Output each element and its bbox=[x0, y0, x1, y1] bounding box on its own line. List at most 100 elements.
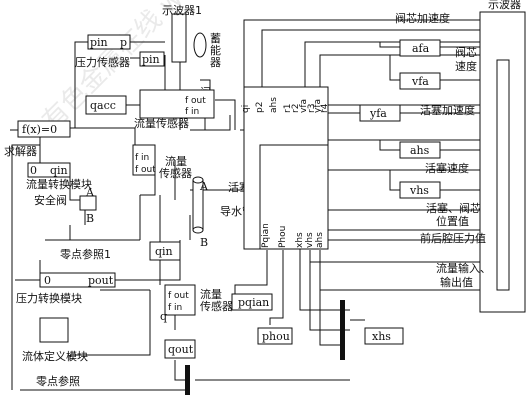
solver-label: 求解器 bbox=[4, 144, 37, 158]
vfa-label: vfa bbox=[411, 75, 429, 88]
flow-sensor2-block[interactable] bbox=[132, 144, 156, 176]
afa-block[interactable] bbox=[399, 39, 441, 57]
conduit-bottom bbox=[192, 226, 204, 234]
accumulator-label-3: 器 bbox=[210, 56, 221, 69]
valve-accel-label: 阀芯加速度 bbox=[395, 11, 450, 25]
port-r1: r1 bbox=[283, 104, 293, 113]
pressure-sensor-label: 压力传感器 bbox=[75, 56, 130, 69]
port-qi: qi bbox=[241, 105, 251, 113]
port-yfa: yfa bbox=[313, 99, 323, 113]
port-vhs: vhs bbox=[305, 232, 315, 248]
port-vfa: vfa bbox=[299, 99, 309, 113]
safety-valve-label: 安全阀 bbox=[34, 193, 67, 207]
vhs-label: vhs bbox=[409, 184, 429, 197]
conduit-B: B bbox=[200, 236, 208, 249]
port-ahs2: ahs bbox=[315, 232, 325, 248]
ahs-label: ahs bbox=[410, 144, 430, 157]
flow-io-label-2: 输出值 bbox=[440, 275, 473, 289]
pqian-block[interactable] bbox=[231, 293, 273, 311]
qacc-label: qacc bbox=[90, 99, 116, 112]
piston-accel-label: 活塞加速度 bbox=[420, 103, 475, 117]
pin-port: pin bbox=[90, 36, 108, 49]
flow-sensor2-label-2: 传感器 bbox=[159, 167, 192, 180]
mux-bar-2 bbox=[185, 365, 190, 395]
xhs-label: xhs bbox=[372, 330, 391, 343]
flow-convert-label: 流量转换模块 bbox=[26, 177, 92, 191]
port-p2: p2 bbox=[255, 102, 265, 113]
mux-bar-1 bbox=[340, 300, 345, 360]
flow-sensor-label: 流量传感器 bbox=[134, 116, 189, 130]
yfa-label: yfa bbox=[369, 107, 387, 120]
port-Phou: Phou bbox=[278, 226, 288, 248]
flow-convert-zero: 0 bbox=[30, 164, 37, 177]
safety-valve-block[interactable] bbox=[79, 195, 97, 211]
yfa-block[interactable] bbox=[359, 104, 401, 122]
qin-block[interactable] bbox=[149, 241, 181, 261]
port-xhs: xhs bbox=[295, 232, 305, 248]
flow-io-label-1: 流量输入、 bbox=[436, 261, 491, 275]
pressure-convert-block[interactable] bbox=[39, 272, 116, 288]
flow-sensor3-label-2: 传感器 bbox=[200, 300, 233, 313]
pressure-convert-label: 压力转换模块 bbox=[16, 291, 82, 305]
pressure-sensor-block[interactable] bbox=[87, 34, 131, 50]
accumulator-label-1: 蓄 bbox=[210, 32, 221, 45]
port-r3: r3 bbox=[307, 104, 317, 113]
fout-b-port: f out bbox=[168, 291, 189, 301]
accumulator-label-2: 能 bbox=[210, 43, 221, 57]
flow-sensor3-label-1: 流量 bbox=[200, 287, 222, 301]
piston-ports-bottom: Pqian Phou xhs vhs ahs bbox=[261, 223, 325, 248]
flow-sensor2-label-1: 流量 bbox=[165, 154, 187, 168]
qin-label: qin bbox=[155, 245, 173, 258]
afa-label: afa bbox=[412, 42, 430, 55]
flow-convert-qin: qin bbox=[50, 164, 68, 177]
accumulator-icon[interactable] bbox=[193, 32, 207, 58]
fluid-def-block[interactable] bbox=[39, 317, 69, 343]
port-Pqian: Pqian bbox=[261, 223, 271, 248]
valve-speed-label-1: 阀芯 bbox=[455, 45, 477, 59]
port-r4: r4 bbox=[320, 103, 330, 113]
pin2-port: pin bbox=[142, 53, 160, 66]
scope1-block[interactable] bbox=[171, 13, 187, 63]
conduit-top bbox=[192, 176, 204, 184]
pressure-val-label: 前后腔压力值 bbox=[420, 231, 486, 245]
fin-b-port: f in bbox=[168, 303, 182, 313]
port-ahs: ahs bbox=[269, 97, 279, 113]
safety-valve-B: B bbox=[86, 212, 94, 225]
pressure-convert-zero: 0 bbox=[44, 274, 51, 287]
piston-core-block bbox=[259, 144, 329, 250]
scope-main-screen bbox=[496, 59, 510, 291]
scope-main-label: 示波器 bbox=[488, 0, 521, 11]
xhs-block[interactable] bbox=[364, 327, 404, 345]
flow-convert-block[interactable] bbox=[27, 162, 71, 178]
fin-a-port: f in bbox=[135, 153, 149, 163]
piston-ports: qi p2 ahs r1 r2 vfa r3 yfa r4 bbox=[241, 97, 330, 113]
ahs-block[interactable] bbox=[399, 141, 441, 159]
fout-a-port: f out bbox=[135, 165, 156, 175]
phou-label: phou bbox=[262, 330, 290, 343]
p-port: p bbox=[120, 36, 127, 49]
flow-sensor3-block[interactable] bbox=[164, 284, 196, 316]
zero-ref1-label: 零点参照1 bbox=[60, 247, 111, 261]
flow-sensor-block[interactable] bbox=[139, 89, 215, 119]
piston-speed-label: 活塞速度 bbox=[425, 161, 469, 175]
valve-speed-label-2: 速度 bbox=[455, 59, 477, 73]
qacc-block[interactable] bbox=[85, 95, 127, 115]
fin-port: f in bbox=[185, 107, 199, 117]
position-label-1: 活塞、阀芯 bbox=[426, 201, 481, 215]
zero-ref-label: 零点参照 bbox=[36, 374, 80, 388]
qout-block[interactable] bbox=[164, 339, 196, 359]
phou-block[interactable] bbox=[257, 327, 293, 345]
fluid-def-label: 流体定义模块 bbox=[22, 349, 88, 363]
pin2-block[interactable] bbox=[139, 51, 165, 67]
safety-valve-A: A bbox=[85, 186, 95, 199]
fout-port: f out bbox=[185, 96, 206, 106]
scope1-label: 示波器1 bbox=[162, 4, 202, 17]
solver-block[interactable] bbox=[17, 120, 71, 138]
vfa-block[interactable] bbox=[399, 72, 441, 90]
solver-fx: f(x)=0 bbox=[22, 123, 57, 136]
vhs-block[interactable] bbox=[399, 181, 441, 199]
position-label-2: 位置值 bbox=[436, 214, 469, 228]
conduit-A: A bbox=[199, 180, 209, 193]
